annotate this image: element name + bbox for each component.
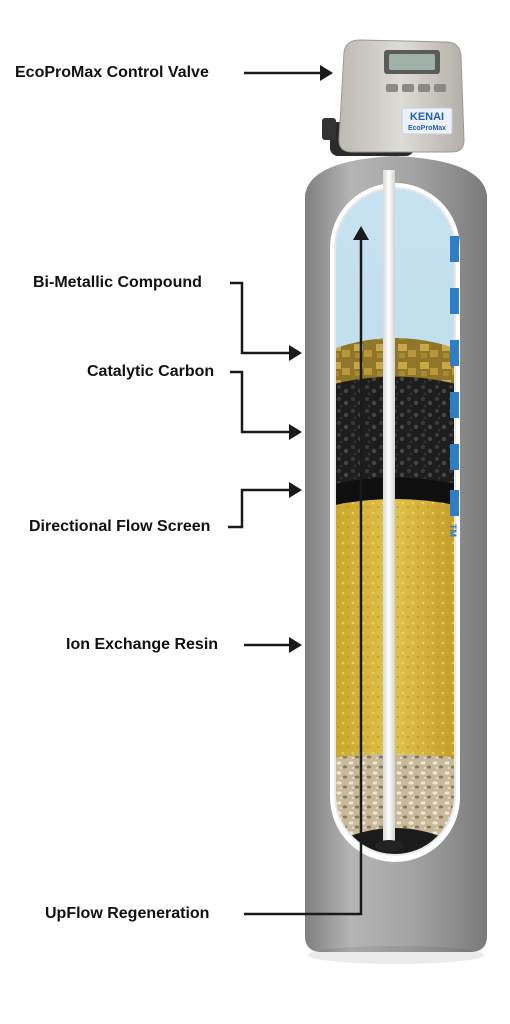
level-mark — [450, 236, 459, 262]
trademark-text: TM — [448, 524, 458, 537]
level-mark — [450, 288, 459, 314]
riser-base — [375, 840, 403, 852]
media-layers — [335, 188, 455, 855]
control-valve: KENAI EcoProMax — [322, 39, 465, 156]
cutaway-edge — [334, 187, 456, 856]
valve-port-left — [322, 118, 336, 140]
leader-lines — [228, 71, 363, 916]
tank-shadow — [308, 946, 484, 964]
arrow-flow-screen — [228, 488, 292, 529]
arrowhead-upflow — [353, 226, 369, 240]
arrowhead-flow-screen — [289, 482, 302, 498]
valve-brand-logo: KENAI — [410, 111, 444, 123]
label-control-valve: EcoProMax Control Valve — [15, 64, 209, 81]
level-mark — [450, 392, 459, 418]
valve-button-3 — [418, 84, 430, 92]
label-directional-flow-screen: Directional Flow Screen — [29, 518, 211, 535]
arrowheads — [289, 65, 369, 653]
level-marks — [450, 236, 459, 516]
level-mark — [450, 490, 459, 516]
arrowhead-bi-metallic — [289, 345, 302, 361]
label-bi-metallic-compound: Bi-Metallic Compound — [33, 274, 202, 291]
valve-button-4 — [434, 84, 446, 92]
arrowhead-catalytic-carbon — [289, 424, 302, 440]
tank: TM — [305, 156, 487, 964]
valve-button-2 — [402, 84, 414, 92]
level-mark — [450, 444, 459, 470]
arrowhead-resin — [289, 637, 302, 653]
valve-brand-badge — [401, 107, 453, 135]
valve-button-1 — [386, 84, 398, 92]
label-ion-exchange-resin: Ion Exchange Resin — [66, 636, 219, 653]
label-upflow-regeneration: UpFlow Regeneration — [45, 905, 210, 922]
arrowhead-control-valve — [320, 65, 333, 81]
level-mark — [450, 340, 459, 366]
arrow-upflow — [244, 238, 363, 916]
valve-model-text: EcoProMax — [408, 125, 446, 132]
arrow-bi-metallic — [230, 281, 292, 355]
valve-lcd-screen — [389, 54, 435, 70]
riser-tube — [383, 170, 395, 846]
label-catalytic-carbon: Catalytic Carbon — [87, 363, 215, 380]
arrow-catalytic-carbon — [230, 370, 292, 434]
